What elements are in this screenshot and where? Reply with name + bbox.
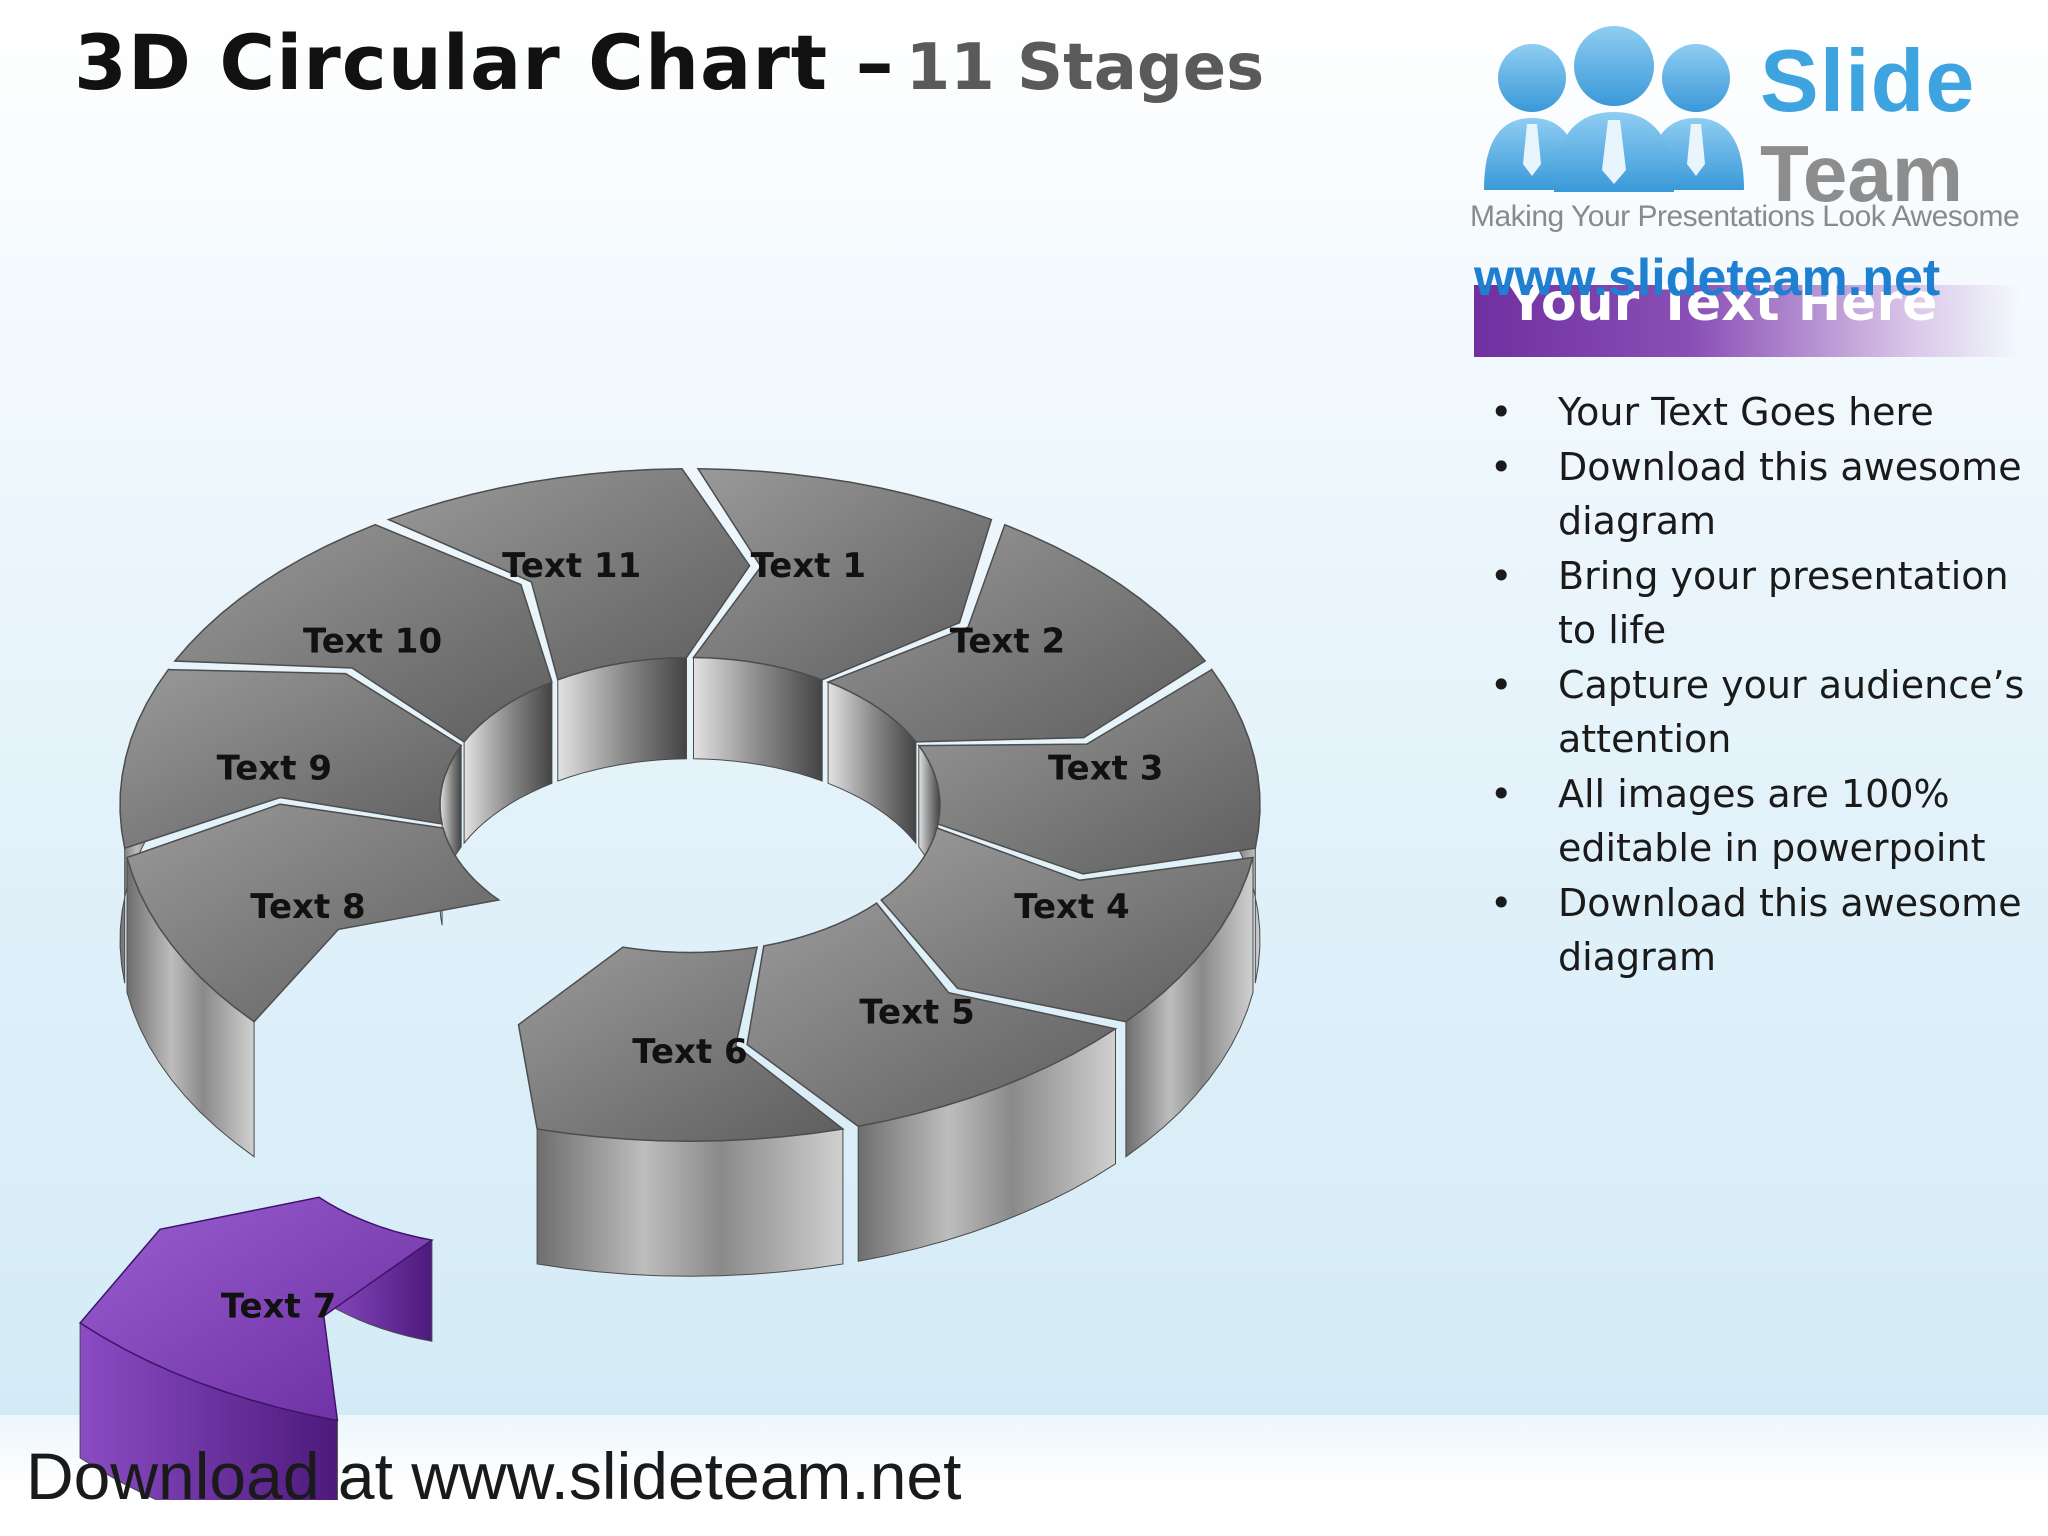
- bullet-text: All images are 100% editable in powerpoi…: [1558, 771, 1986, 871]
- segment-top: [746, 902, 1118, 1128]
- bullet-text: Bring your presentation to life: [1558, 553, 2009, 653]
- stage-label: Text 6: [632, 1032, 747, 1072]
- footer-download-text: Download at www.slideteam.net: [26, 1439, 962, 1513]
- segment-top: [692, 467, 993, 681]
- bullet-item: • Your Text Goes here: [1490, 385, 2030, 440]
- stage-label: Text 10: [303, 622, 442, 662]
- side-panel-header: Your Text Here: [1474, 285, 2020, 357]
- people-icon: [1484, 26, 1744, 192]
- bullet-dot-icon: •: [1490, 662, 1513, 707]
- bullet-dot-icon: •: [1490, 880, 1513, 925]
- bullet-item: • Bring your presentation to life: [1490, 549, 2030, 658]
- logo-url-link[interactable]: www.slideteam.net: [1474, 249, 1941, 307]
- bullet-text: Capture your audience’s attention: [1558, 662, 2025, 762]
- segment-top: [126, 803, 501, 1023]
- side-panel-header-text: Your Text Here: [1508, 285, 1938, 333]
- stage-label: Text 11: [502, 546, 641, 586]
- bullet-dot-icon: •: [1490, 771, 1513, 816]
- label-layer: Text 1 Text 2 Text 3 Text 4 Text 5 Text 6 Text…: [217, 546, 1164, 1326]
- slideteam-logo: Slide Team Making Your Presentations Loo…: [1470, 20, 2030, 320]
- title-sub: 11 Stages: [905, 31, 1265, 105]
- logo-word-slide: Slide: [1760, 31, 1976, 130]
- bullet-text: Your Text Goes here: [1558, 390, 1934, 434]
- segment-outer-wall: [536, 1128, 844, 1277]
- segment-top: [917, 668, 1261, 875]
- stage-label: Text 2: [950, 622, 1065, 662]
- bullet-dot-icon: •: [1490, 390, 1513, 434]
- bullet-item: • Download this awesome diagram: [1490, 440, 2030, 549]
- segment-top: [386, 467, 751, 681]
- segment-top: [826, 523, 1207, 743]
- segment-top: [880, 827, 1255, 1023]
- logo-word-team: Team: [1760, 129, 1964, 218]
- bullet-dot-icon: •: [1490, 444, 1513, 489]
- detached-segment-layer: [78, 1196, 434, 1500]
- segment-inner-wall: [557, 656, 687, 782]
- stage-label: Text 7: [221, 1287, 336, 1327]
- bullet-item: • Download this awesome diagram: [1490, 876, 2030, 985]
- highlighted-segment-top: [78, 1196, 434, 1422]
- segment-top: [119, 668, 463, 850]
- title-main: 3D Circular Chart –: [74, 18, 895, 107]
- segment-top: [173, 523, 553, 743]
- bullet-dot-icon: •: [1490, 553, 1513, 598]
- segment-top: [517, 946, 845, 1143]
- logo-tagline: Making Your Presentations Look Awesome: [1470, 200, 2020, 233]
- segment-inner-wall: [693, 656, 823, 782]
- footer-band: [0, 1415, 2048, 1536]
- circular-chart: Text 1 Text 2 Text 3 Text 4 Text 5 Text 6 Text…: [78, 467, 1261, 1500]
- stage-label: Text 3: [1048, 749, 1163, 789]
- stage-label: Text 5: [859, 993, 974, 1033]
- bullet-text: Download this awesome diagram: [1558, 880, 2022, 980]
- bullet-item: • Capture your audience’s attention: [1490, 658, 2030, 767]
- bullet-item: • All images are 100% editable in powerpo…: [1490, 767, 2030, 876]
- page-title: 3D Circular Chart – 11 Stages: [74, 18, 1264, 107]
- stage-label: Text 4: [1014, 887, 1129, 927]
- ring-layer: [119, 467, 1261, 1277]
- stage-label: Text 8: [250, 887, 365, 927]
- bullet-list: • Your Text Goes here • Download this awes…: [1490, 385, 2030, 985]
- bullet-text: Download this awesome diagram: [1558, 444, 2022, 544]
- stage-label: Text 9: [217, 749, 332, 789]
- stage-label: Text 1: [751, 546, 866, 586]
